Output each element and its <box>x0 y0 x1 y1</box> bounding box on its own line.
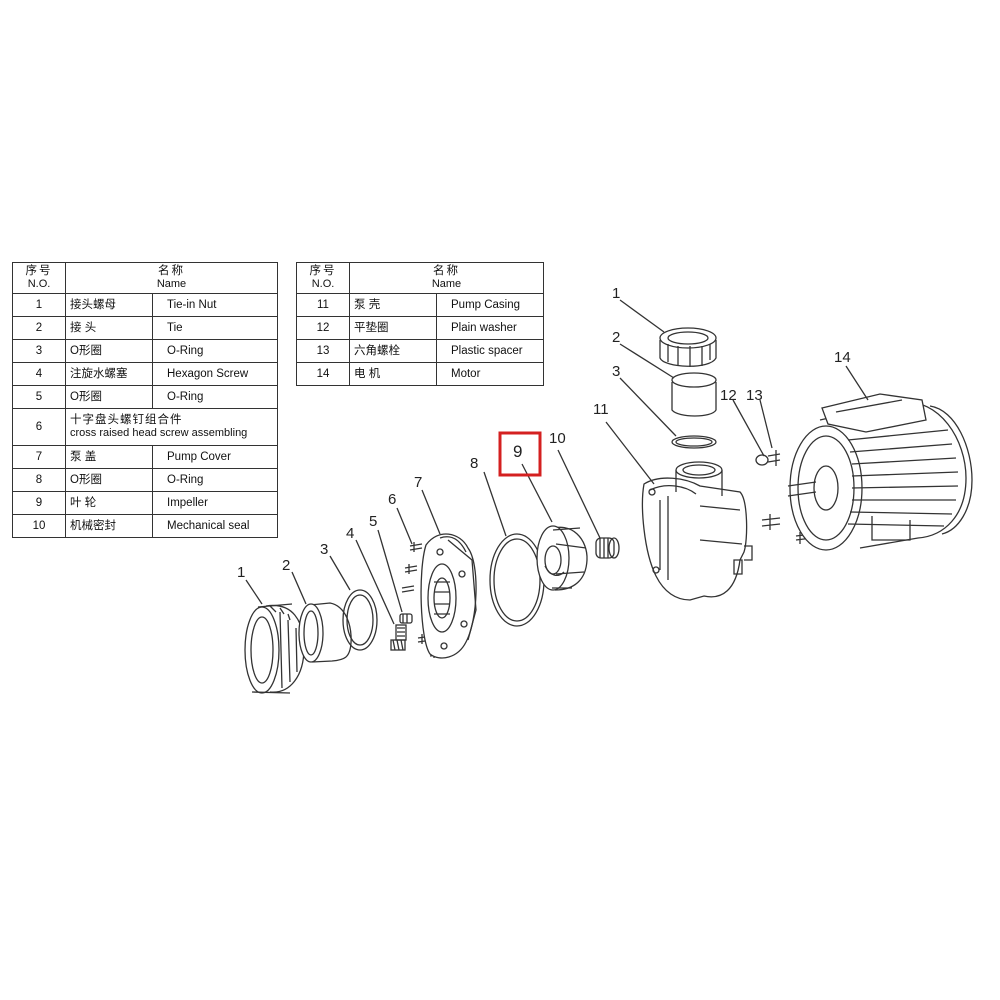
row-no: 5 <box>12 385 66 409</box>
callout-5: 5 <box>369 513 377 530</box>
callout-labels: 1 2 3 4 5 6 7 8 9 10 11 1 2 3 12 13 14 <box>237 285 851 581</box>
part-9-impeller[interactable] <box>536 525 588 591</box>
row-no: 7 <box>12 445 66 469</box>
row-no: 2 <box>12 316 66 340</box>
callout-3-upper: 3 <box>612 363 620 380</box>
table-row: 6 十字盘头螺钉组合件 cross raised head screw asse… <box>12 408 278 446</box>
row-name-zh: 平垫圈 <box>349 316 437 340</box>
part-1-tie-in-nut-upper[interactable] <box>659 327 717 367</box>
row-no: 10 <box>12 514 66 538</box>
callout-12: 12 <box>720 387 737 404</box>
table-header-row: 序号 N.O. 名称 Name <box>12 262 278 294</box>
header-name: 名称 Name <box>65 262 278 294</box>
header-no: 序号 N.O. <box>12 262 66 294</box>
row-name-en: Mechanical seal <box>152 514 278 538</box>
header-no-en: N.O. <box>27 278 51 290</box>
callout-10: 10 <box>549 430 566 447</box>
row-no: 11 <box>296 293 350 317</box>
callout-9: 9 <box>513 442 522 461</box>
row-no: 4 <box>12 362 66 386</box>
header-no-zh: 序号 <box>309 265 337 277</box>
row-name-zh: 六角螺栓 <box>349 339 437 363</box>
row-name-zh: 接 头 <box>65 316 153 340</box>
row-name-zh: 电 机 <box>349 362 437 386</box>
header-name-en: Name <box>156 278 187 290</box>
part-12-13-fasteners[interactable] <box>755 450 813 544</box>
row-name-zh: O形圈 <box>65 468 153 492</box>
row-name-zh: 机械密封 <box>65 514 153 538</box>
part-10-mechanical-seal[interactable] <box>595 537 620 559</box>
callout-6: 6 <box>388 491 396 508</box>
row-name-en: Hexagon Screw <box>152 362 278 386</box>
row-name-zh: O形圈 <box>65 339 153 363</box>
row-name-en: Tie-in Nut <box>152 293 278 317</box>
part-11-pump-casing[interactable] <box>641 461 753 601</box>
row-name-en: Pump Cover <box>152 445 278 469</box>
table-header-row: 序号 N.O. 名称 Name <box>296 262 544 294</box>
part-7-pump-cover[interactable] <box>420 533 477 659</box>
part-14-motor[interactable] <box>787 393 973 551</box>
part-2-tie-upper[interactable] <box>671 372 717 417</box>
callout-14: 14 <box>834 349 851 366</box>
row-no: 14 <box>296 362 350 386</box>
header-name: 名称 Name <box>349 262 544 294</box>
row-no: 1 <box>12 293 66 317</box>
part-8-o-ring[interactable] <box>489 533 545 627</box>
row-name-zh: 注旋水螺塞 <box>65 362 153 386</box>
row-name-en: O-Ring <box>152 385 278 409</box>
callout-7: 7 <box>414 474 422 491</box>
header-name-zh: 名称 <box>158 265 185 277</box>
callout-11: 11 <box>593 401 609 418</box>
row-name-en: cross raised head screw assembling <box>70 427 248 439</box>
row-name-zh: 接头螺母 <box>65 293 153 317</box>
callout-4: 4 <box>346 525 354 542</box>
part-1-tie-in-nut[interactable] <box>244 603 305 694</box>
callout-13: 13 <box>746 387 763 404</box>
callout-1: 1 <box>237 564 245 581</box>
highlight-box <box>498 431 542 477</box>
callout-1-upper: 1 <box>612 285 620 302</box>
row-no: 6 <box>12 408 66 446</box>
part-3-o-ring-upper[interactable] <box>671 435 717 449</box>
header-name-en: Name <box>431 278 462 290</box>
part-3-o-ring[interactable] <box>342 589 378 651</box>
row-name-en: Impeller <box>152 491 278 515</box>
callout-2: 2 <box>282 557 290 574</box>
part-4-hexagon-screw[interactable] <box>390 624 407 651</box>
row-name-zh: 十字盘头螺钉组合件 <box>70 414 183 426</box>
row-name-en: Plain washer <box>436 316 544 340</box>
part-5-o-ring[interactable] <box>399 613 413 624</box>
part-2-tie[interactable] <box>298 602 352 663</box>
leader-lines <box>245 299 869 625</box>
header-no-zh: 序号 <box>25 265 53 277</box>
header-name-zh: 名称 <box>433 265 460 277</box>
header-no-en: N.O. <box>311 278 335 290</box>
callout-2-upper: 2 <box>612 329 620 346</box>
row-name-wide: 十字盘头螺钉组合件 cross raised head screw assemb… <box>65 408 278 446</box>
callout-3: 3 <box>320 541 328 558</box>
callout-8: 8 <box>470 455 478 472</box>
row-name-en: Pump Casing <box>436 293 544 317</box>
row-name-en: Motor <box>436 362 544 386</box>
